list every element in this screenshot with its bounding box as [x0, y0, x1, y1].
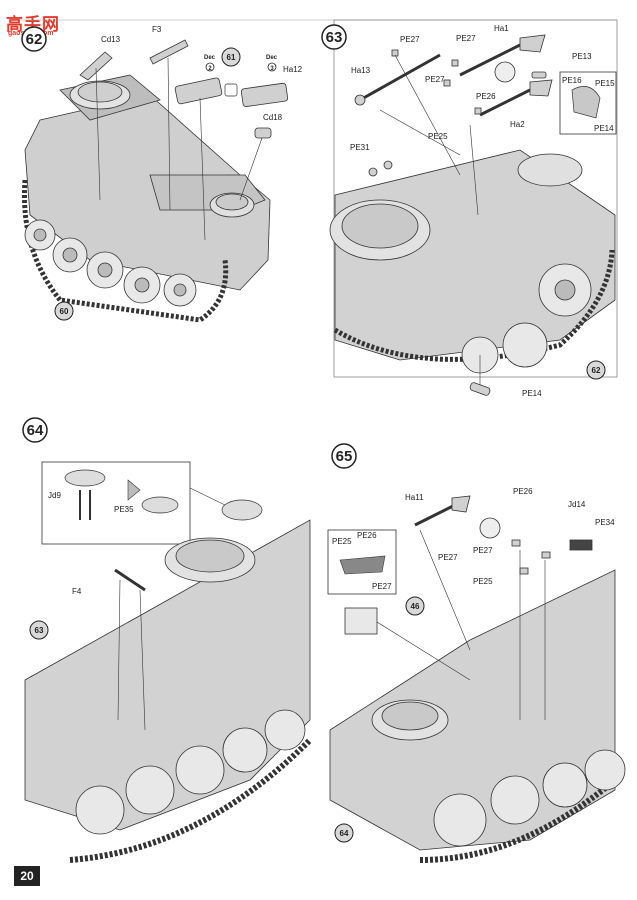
rotate-icon	[479, 517, 501, 539]
label-pe34: PE34	[595, 518, 615, 527]
part-ha11	[414, 503, 456, 527]
rotate-icon	[494, 61, 516, 83]
label-pe26b: PE26	[357, 531, 377, 540]
ref-46: 46	[411, 602, 420, 611]
label-dec-b-num: 3	[270, 66, 274, 72]
part-f3	[149, 39, 189, 65]
part-46-box	[344, 607, 378, 635]
label-pe35: PE35	[114, 505, 134, 514]
step-62: 62	[21, 25, 303, 323]
step-63-number: 63	[326, 29, 343, 46]
part-ha13	[359, 53, 441, 102]
label-pe14b: PE14	[522, 389, 542, 398]
label-pe16: PE16	[562, 76, 582, 85]
label-pe27a: PE27	[438, 553, 458, 562]
label-ha1: Ha1	[494, 24, 509, 33]
step-65-number: 65	[336, 448, 353, 465]
part-ha12	[240, 82, 289, 107]
tank-hull-63	[329, 149, 616, 374]
part-cd13	[79, 51, 113, 81]
label-pe27b: PE27	[372, 582, 392, 591]
part-ha1-blade	[519, 34, 546, 53]
label-pe31: PE31	[350, 143, 370, 152]
label-pe27-mid: PE27	[473, 546, 493, 555]
label-ha2: Ha2	[510, 120, 525, 129]
label-pe13: PE13	[572, 52, 592, 61]
label-dec-b: Dec	[266, 55, 278, 61]
label-dec-a-num: 2	[208, 66, 212, 72]
label-f3: F3	[152, 25, 162, 34]
ref-61: 61	[227, 53, 236, 62]
label-pe25: PE25	[428, 132, 448, 141]
label-pe27a: PE27	[400, 35, 420, 44]
part-dec2	[174, 77, 223, 105]
part-pe13	[531, 71, 547, 79]
label-pe25a: PE25	[332, 537, 352, 546]
part-cd18	[254, 127, 272, 139]
ref-63: 63	[35, 626, 44, 635]
tank-hull-62	[21, 74, 271, 323]
label-ha13: Ha13	[351, 66, 371, 75]
label-jd9: Jd9	[48, 491, 61, 500]
step-64-number: 64	[27, 422, 44, 439]
ref-60: 60	[60, 307, 69, 316]
step-64: 64 Jd9 PE35 F4 63	[22, 417, 313, 863]
label-f4: F4	[72, 587, 82, 596]
part-pe14	[469, 382, 491, 396]
ref-62: 62	[592, 366, 601, 375]
step-62-number: 62	[26, 31, 43, 48]
label-ha11: Ha11	[405, 493, 424, 502]
label-pe14a: PE14	[594, 124, 614, 133]
label-ha12: Ha12	[283, 65, 303, 74]
label-cd18: Cd18	[263, 113, 283, 122]
step-65: 65 PE25 PE26 PE27 H	[327, 443, 626, 863]
tank-hull-65	[329, 569, 626, 863]
parts-65	[344, 495, 593, 720]
part-pe34	[569, 539, 593, 551]
part-ha2	[479, 88, 531, 117]
label-pe26: PE26	[476, 92, 496, 101]
label-pe27c: PE27	[425, 75, 445, 84]
label-dec-a: Dec	[204, 55, 216, 61]
step-63: 63	[321, 19, 618, 398]
parts-63	[354, 34, 553, 396]
part-ha1	[459, 43, 521, 77]
ref-64: 64	[340, 829, 349, 838]
label-cd13: Cd13	[101, 35, 121, 44]
tank-hull-64	[24, 519, 313, 863]
label-pe26a: PE26	[513, 487, 533, 496]
step-62-badge	[21, 26, 47, 52]
paint-icon	[224, 83, 238, 97]
page-number: 20	[14, 866, 40, 886]
label-pe27b: PE27	[456, 34, 476, 43]
part-f4	[114, 568, 146, 592]
label-pe25b: PE25	[473, 577, 493, 586]
label-pe15: PE15	[595, 79, 615, 88]
label-jd14: Jd14	[568, 500, 586, 509]
parts-62	[79, 39, 289, 241]
